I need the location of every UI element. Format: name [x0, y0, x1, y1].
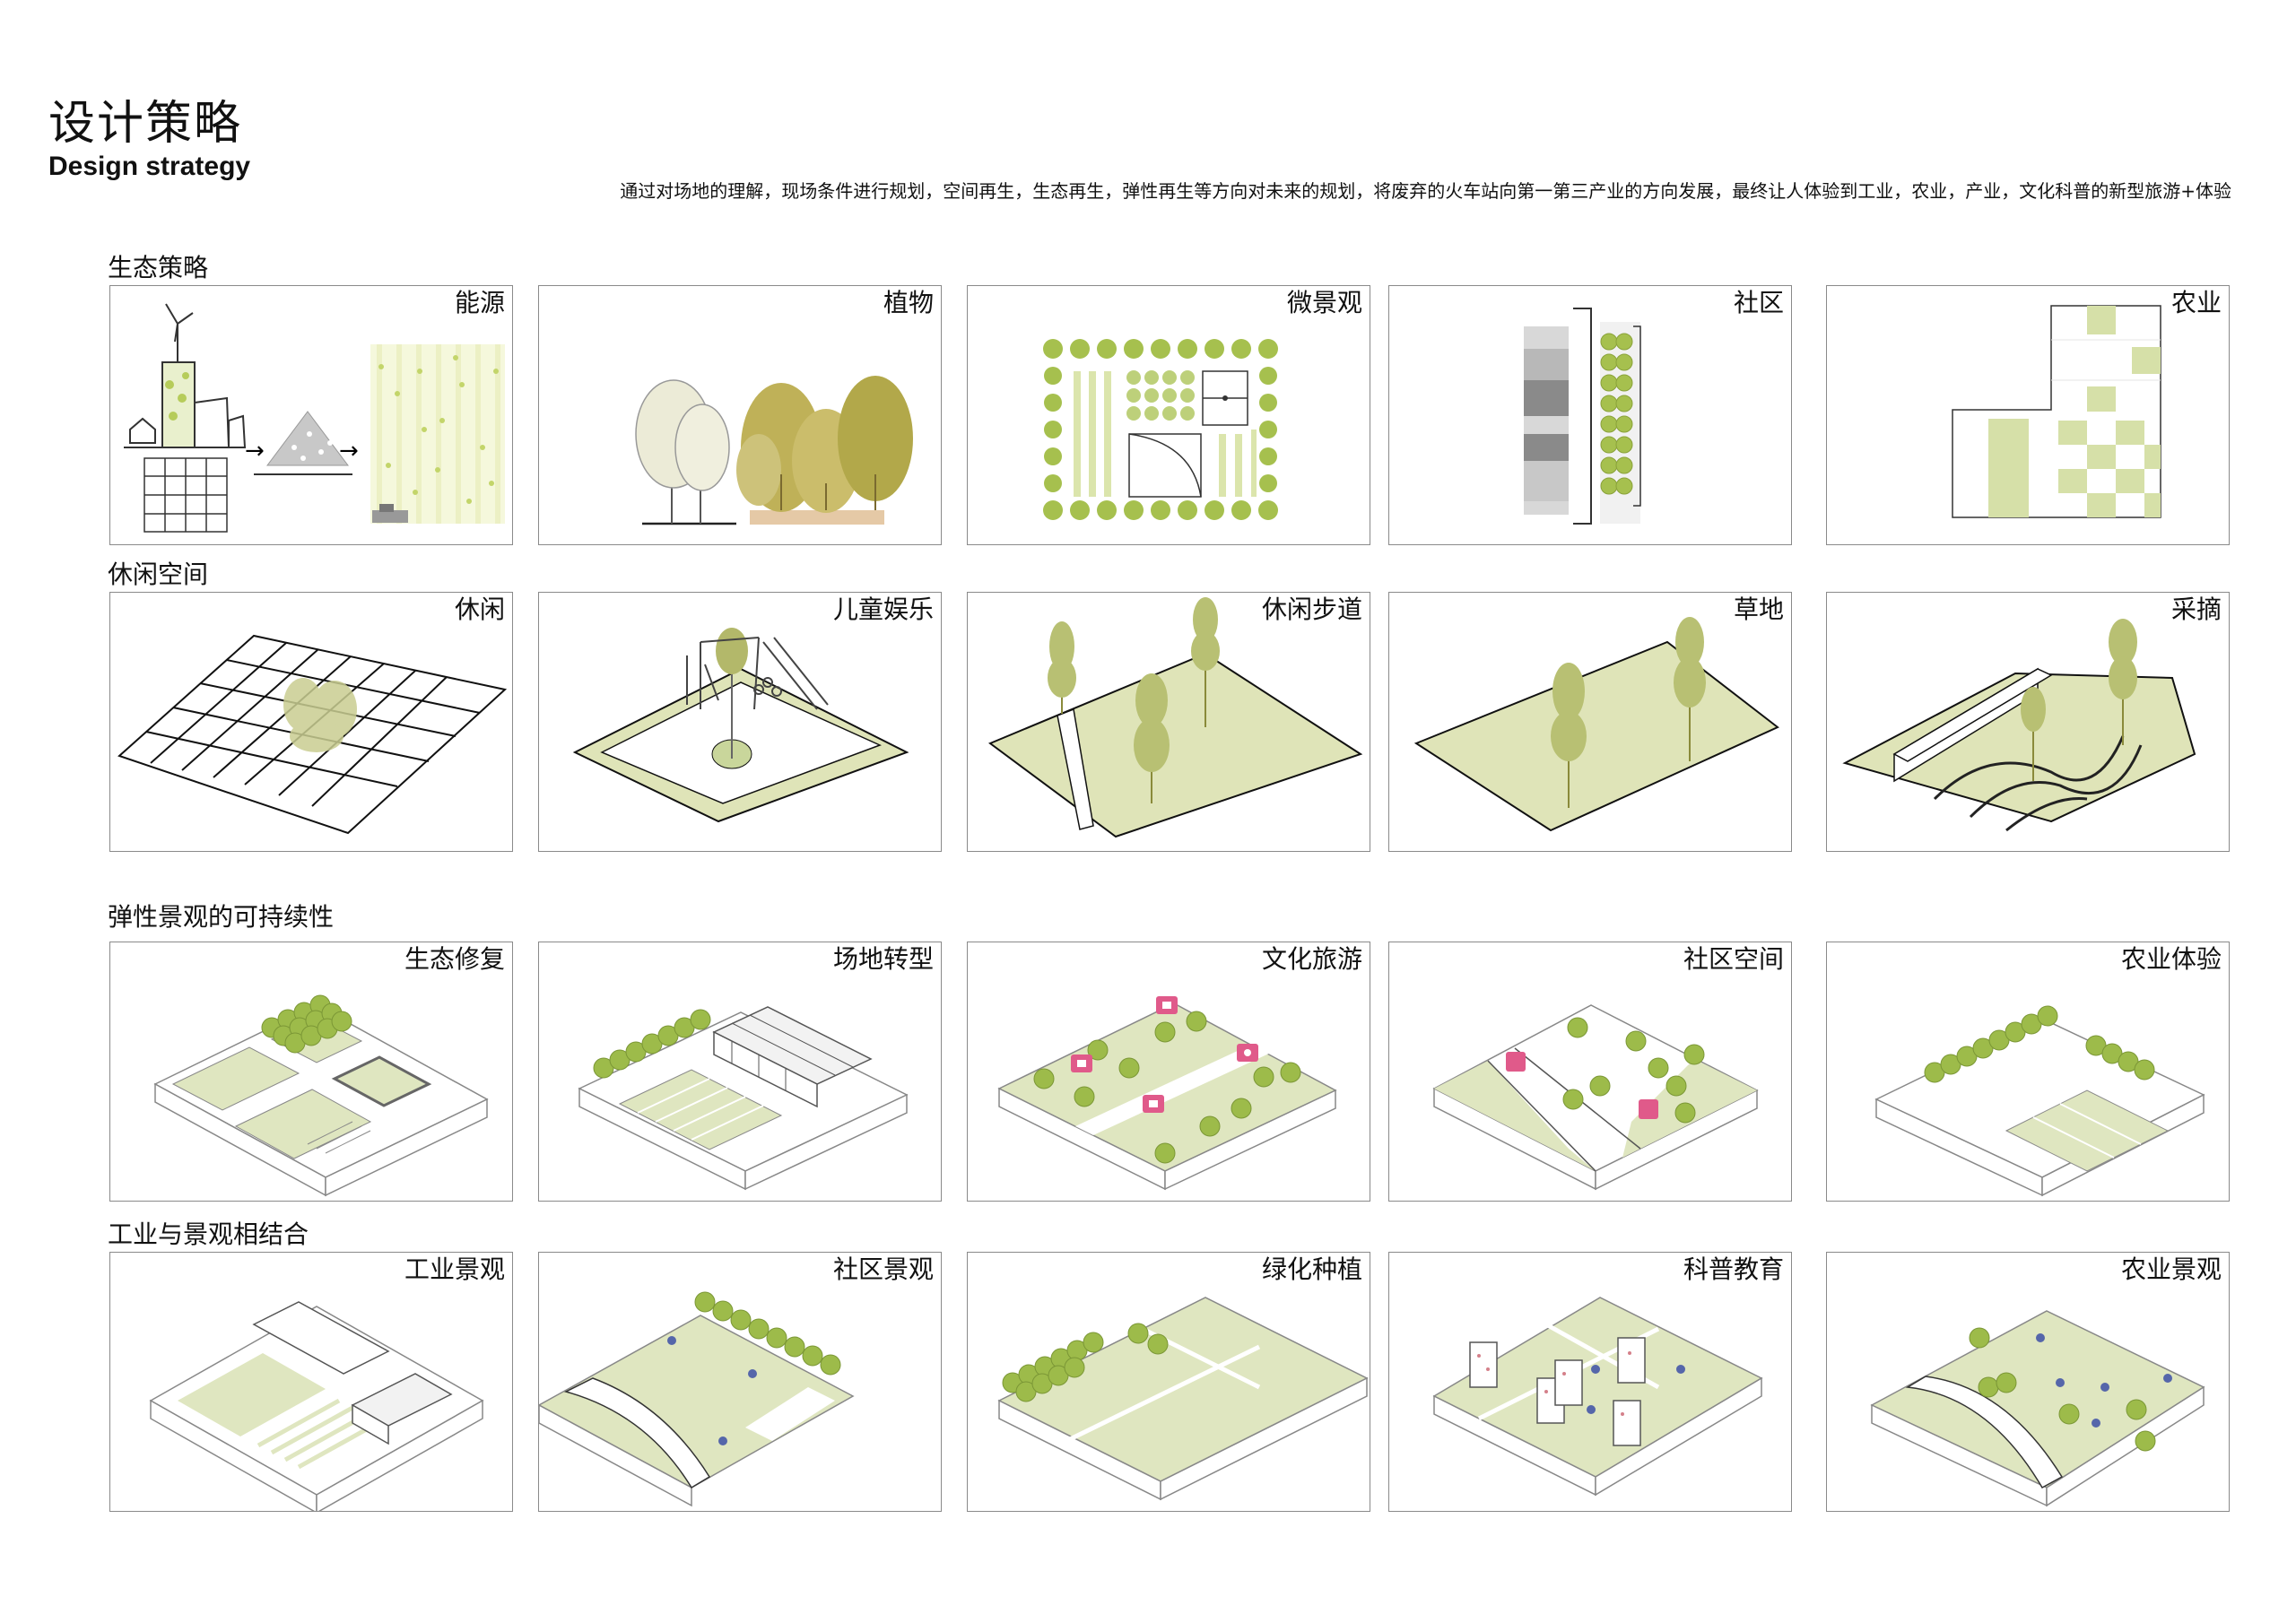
leisure-diagram	[117, 634, 508, 835]
energy-diagram: → →	[124, 303, 505, 533]
section-title-resilience: 弹性景观的可持续性	[108, 902, 335, 932]
panel-site-transformation: 场地转型	[538, 942, 942, 1202]
kids-play-diagram	[572, 628, 909, 823]
community-diagram	[1524, 308, 1641, 525]
micro-landscape-diagram	[1043, 339, 1278, 520]
agri-experience-diagram	[1874, 1005, 2205, 1197]
eco-restoration-diagram	[153, 994, 489, 1197]
section-title-industry: 工业与景观相结合	[108, 1219, 309, 1249]
panel-label-leisure-trail: 休闲步道	[1261, 595, 1362, 624]
panel-agri-experience: 农业体验	[1826, 942, 2230, 1202]
plants-diagram	[635, 376, 913, 525]
panel-agriculture: 农业	[1826, 285, 2230, 545]
site-transformation-diagram	[578, 1006, 909, 1191]
panel-kids-play: 儿童娱乐	[538, 592, 942, 852]
panel-leisure-trail: 休闲步道	[967, 592, 1370, 852]
community-landscape-diagram	[539, 1291, 855, 1507]
panel-label-leisure: 休闲	[454, 595, 505, 624]
page-title-zh: 设计策略	[48, 97, 243, 151]
panel-cultural-tourism: 文化旅游	[967, 942, 1370, 1202]
panel-label-greening: 绿化种植	[1261, 1254, 1362, 1284]
panel-label-agriculture: 农业	[2170, 288, 2222, 317]
panel-industrial-landscape: 工业景观	[109, 1252, 513, 1512]
svg-text:→: →	[339, 438, 359, 464]
panel-label-cultural-tourism: 文化旅游	[1261, 944, 1362, 974]
science-education-diagram	[1432, 1297, 1763, 1497]
greening-diagram	[997, 1297, 1369, 1501]
panel-label-community: 社区	[1733, 288, 1784, 317]
picking-diagram	[1842, 619, 2196, 832]
panel-label-kids-play: 儿童娱乐	[832, 595, 934, 624]
panel-community-landscape: 社区景观	[538, 1252, 942, 1512]
panel-label-picking: 采摘	[2170, 595, 2222, 624]
panel-leisure: 休闲	[109, 592, 513, 852]
community-space-diagram	[1432, 1004, 1759, 1191]
agriculture-diagram	[1952, 305, 2161, 518]
panel-greening: 绿化种植	[967, 1252, 1370, 1512]
leisure-trail-diagram	[987, 597, 1363, 838]
panel-label-community-space: 社区空间	[1683, 944, 1784, 974]
panel-plants: 植物	[538, 285, 942, 545]
panel-eco-restoration: 生态修复	[109, 942, 513, 1202]
lawn-diagram	[1413, 617, 1779, 832]
panel-community: 社区	[1388, 285, 1792, 545]
page-title-en: Design strategy	[48, 152, 251, 181]
panel-label-plants: 植物	[883, 288, 934, 317]
panel-label-site-transformation: 场地转型	[832, 944, 934, 974]
panel-label-energy: 能源	[454, 288, 505, 317]
section-title-ecology: 生态策略	[108, 253, 209, 282]
panel-picking: 采摘	[1826, 592, 2230, 852]
panel-label-agri-landscape: 农业景观	[2120, 1254, 2222, 1284]
panel-label-lawn: 草地	[1733, 595, 1784, 624]
cultural-tourism-diagram	[997, 996, 1337, 1191]
panel-label-agri-experience: 农业体验	[2120, 944, 2222, 974]
agri-landscape-diagram	[1870, 1310, 2205, 1507]
panel-community-space: 社区空间	[1388, 942, 1792, 1202]
panel-agri-landscape: 农业景观	[1826, 1252, 2230, 1512]
panel-label-industrial-landscape: 工业景观	[404, 1254, 505, 1284]
panel-science-education: 科普教育	[1388, 1252, 1792, 1512]
panel-label-eco-restoration: 生态修复	[404, 944, 505, 974]
panel-lawn: 草地	[1388, 592, 1792, 852]
panel-label-community-landscape: 社区景观	[832, 1254, 934, 1284]
industrial-landscape-diagram	[149, 1301, 484, 1511]
intro-text: 通过对场地的理解，现场条件进行规划，空间再生，生态再生，弹性再生等方向对未来的规…	[620, 180, 2231, 202]
section-title-leisure: 休闲空间	[108, 560, 209, 589]
svg-text:→: →	[245, 438, 265, 464]
panel-label-micro-landscape: 微景观	[1286, 288, 1362, 317]
panel-micro-landscape: 微景观	[967, 285, 1370, 545]
panel-energy: → → 能源	[109, 285, 513, 545]
panel-label-science-education: 科普教育	[1683, 1254, 1784, 1284]
